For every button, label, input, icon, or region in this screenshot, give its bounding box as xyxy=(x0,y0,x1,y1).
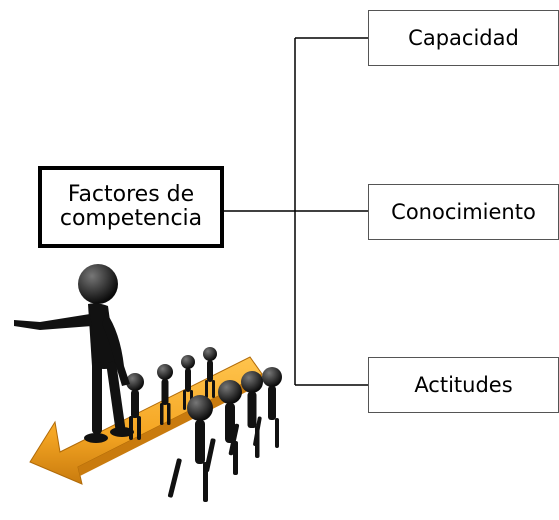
leader-figure xyxy=(14,264,134,443)
team-figure xyxy=(203,347,217,398)
arrow-shape xyxy=(29,356,263,485)
team-figure xyxy=(126,373,144,440)
branch-label-capacidad: Capacidad xyxy=(408,26,519,50)
leader-pointing-team-arrow-icon xyxy=(14,264,282,502)
root-node: Factores de competencia xyxy=(38,166,224,248)
branch-node-actitudes: Actitudes xyxy=(368,357,559,413)
branch-node-capacidad: Capacidad xyxy=(368,10,559,66)
team-figures xyxy=(126,347,282,502)
root-node-label: Factores de competencia xyxy=(59,182,203,231)
branch-label-actitudes: Actitudes xyxy=(414,373,513,397)
team-figure xyxy=(204,380,242,475)
branch-label-conocimiento: Conocimiento xyxy=(391,200,536,224)
team-figure xyxy=(157,364,173,425)
branch-node-conocimiento: Conocimiento xyxy=(368,184,559,240)
team-figure xyxy=(167,395,213,502)
